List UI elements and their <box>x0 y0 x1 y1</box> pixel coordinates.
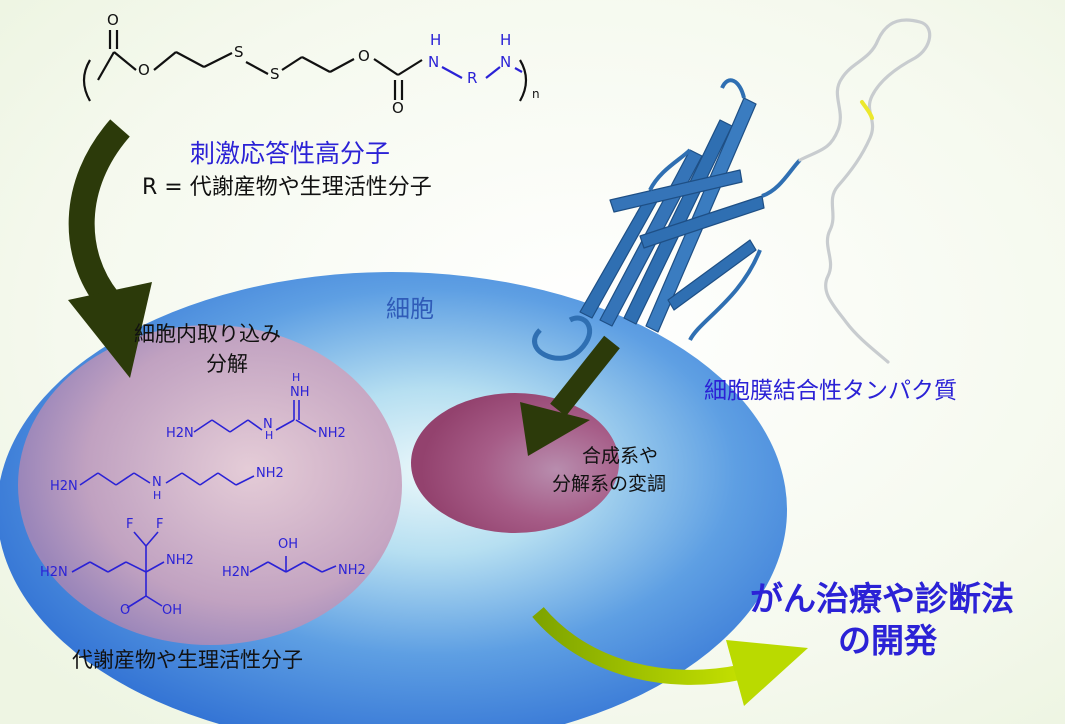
dfmo-oh: OH <box>162 603 183 618</box>
agmatine-bonds <box>193 400 317 433</box>
spermidine-n-h: H <box>153 489 162 502</box>
polymer-title: 刺激応答性高分子 <box>190 139 391 168</box>
polymer-r-definition: R = 代謝産物や生理活性分子 <box>142 175 432 200</box>
polymer-atom-n1-h: H <box>430 31 442 49</box>
organelle-label-line1: 合成系や <box>582 445 659 467</box>
signaling-arrow <box>520 335 620 456</box>
dfmo-f1: F <box>126 517 134 532</box>
dfmo-h2n: H2N <box>40 565 68 580</box>
protein-ribbon <box>532 78 802 361</box>
spermidine-bonds <box>79 472 255 486</box>
outcome-arrow <box>532 607 808 706</box>
spermidine-n: N <box>152 475 162 490</box>
endosome-vesicle <box>18 325 402 645</box>
agmatine-n: N <box>263 417 273 432</box>
dfmo-bonds <box>71 531 165 609</box>
polymer-atom-n2: N <box>500 53 512 71</box>
spermidine-h2n: H2N <box>50 479 78 494</box>
dfmo-nh2: NH2 <box>166 553 194 568</box>
protein-label: 細胞膜結合性タンパク質 <box>704 378 957 404</box>
protein-disordered-tail <box>798 18 932 364</box>
polymer-atom-r: R <box>467 69 478 87</box>
polymer-atom-s2: S <box>270 65 280 83</box>
polymer-atom-n1: N <box>428 53 440 71</box>
polymer-atom-s1: S <box>234 43 244 61</box>
polymer-atom-n2-h: H <box>500 31 512 49</box>
outcome-line2: の開発 <box>838 621 937 660</box>
vesicle-label-uptake: 細胞内取り込み <box>134 322 281 346</box>
metabolites-label: 代謝産物や生理活性分子 <box>72 648 303 672</box>
organelle-label-line2: 分解系の変調 <box>552 473 667 495</box>
polymer-atom-o-carbonyl-1: O <box>107 11 119 29</box>
cell-label: 細胞 <box>386 295 434 323</box>
agmatine-n-h: H <box>265 429 274 442</box>
polymer-atom-o-ester-1: O <box>138 61 150 79</box>
dfmo-o: O <box>120 603 131 618</box>
uptake-arrow <box>68 119 152 378</box>
aminobutanol-nh2: NH2 <box>338 563 366 578</box>
aminobutanol-h2n: H2N <box>222 565 250 580</box>
polymer-r-bonds <box>441 66 523 79</box>
aminobutanol-bonds <box>249 556 337 573</box>
vesicle-label-degradation: 分解 <box>206 352 248 376</box>
dfmo-f2: F <box>156 517 164 532</box>
polymer-subscript-n: n <box>532 87 540 101</box>
polymer-atom-o-carbonyl-2: O <box>392 99 404 117</box>
agmatine-h2n: H2N <box>166 426 194 441</box>
agmatine-top-nh: NH <box>290 385 310 400</box>
spermidine-nh2: NH2 <box>256 466 284 481</box>
agmatine-top-h: H <box>292 371 301 384</box>
outcome-line1: がん治療や診断法 <box>750 579 1014 618</box>
aminobutanol-oh: OH <box>278 537 299 552</box>
agmatine-nh2: NH2 <box>318 426 346 441</box>
polymer-atom-o-ester-2: O <box>358 47 370 65</box>
polymer-structure <box>82 30 528 102</box>
